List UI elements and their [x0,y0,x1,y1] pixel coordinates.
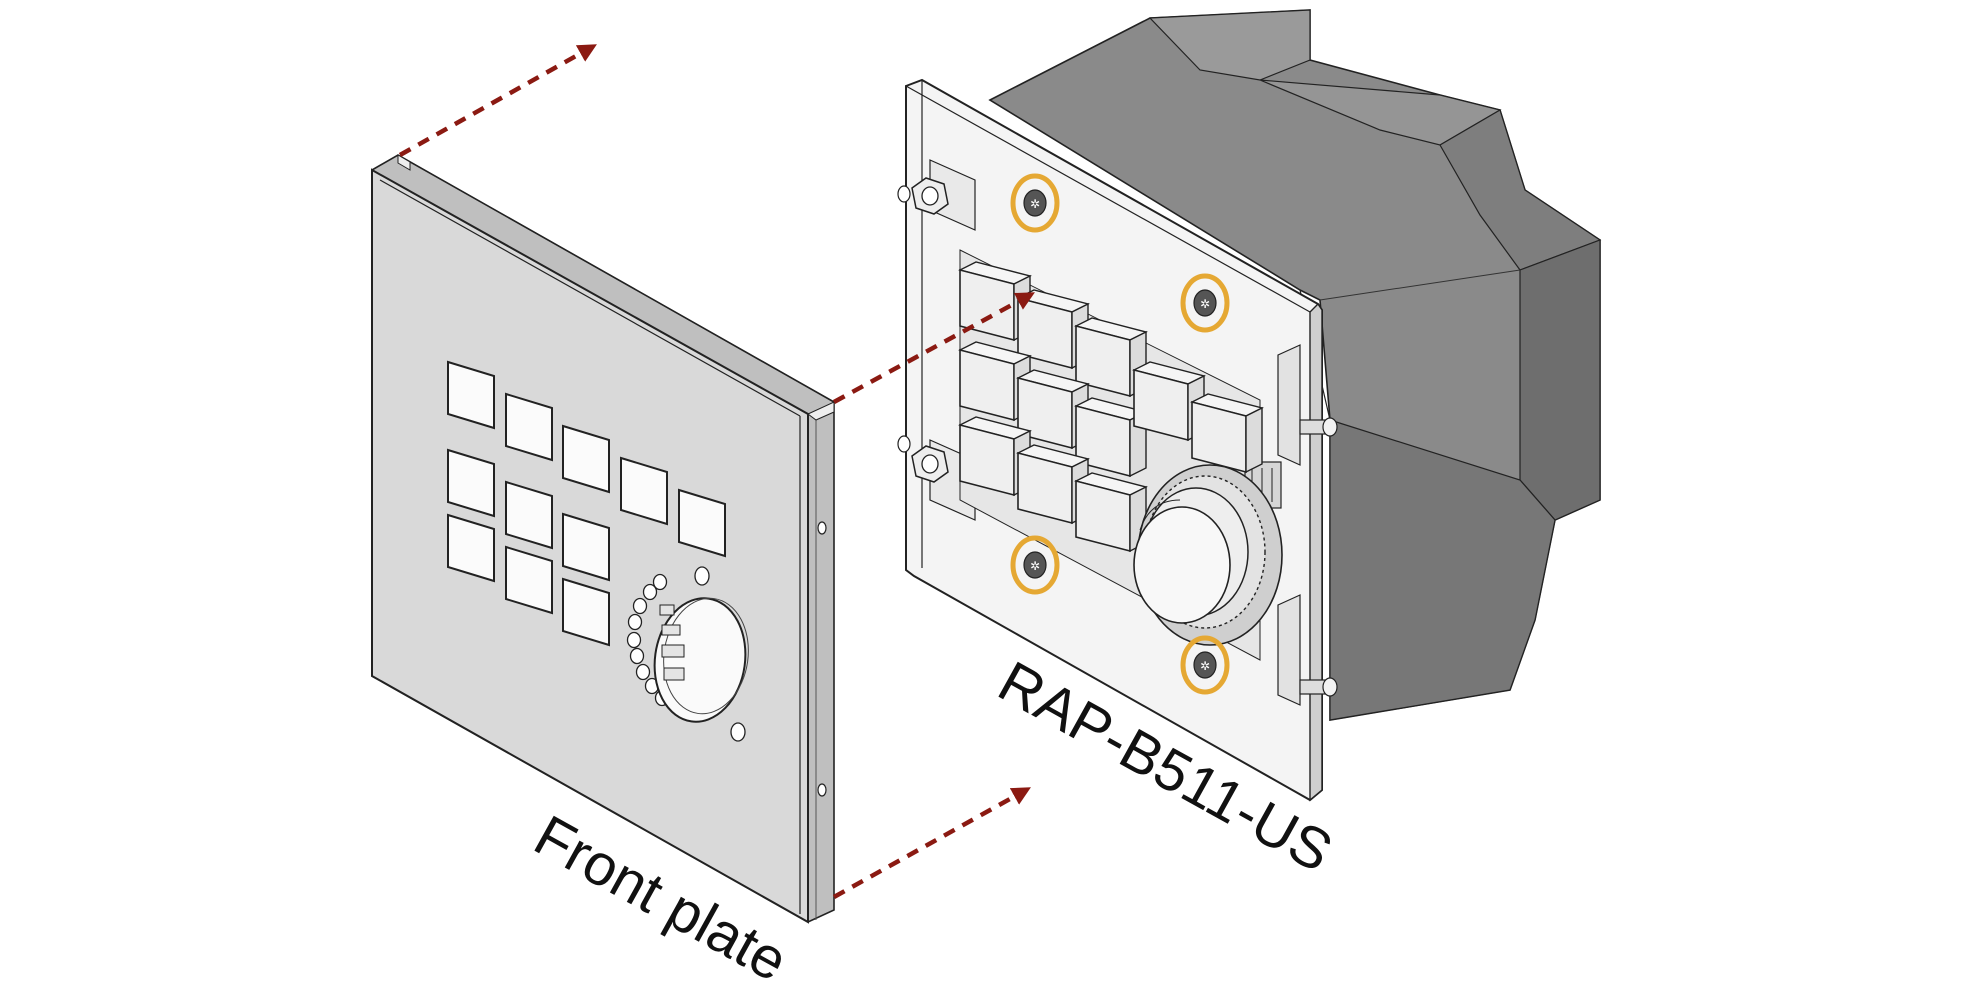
led-hole [627,613,643,631]
front-plate-key-cutout [447,448,495,518]
device-housing [988,9,1602,721]
direction-arrow-middle [832,292,1035,404]
hex-nut [911,177,949,215]
led-hole [632,597,648,615]
svg-text:✲: ✲ [1200,659,1210,673]
keycap-side [1245,406,1263,474]
front-plate-key-cutout [447,360,495,430]
front-plate-key-cutouts [447,360,726,647]
device-key-grid [958,261,1264,553]
front-plate-key-cutout [505,480,553,550]
svg-text:✲: ✲ [1200,297,1210,311]
led-hole [642,583,658,601]
mounting-screw: ✲ [1180,635,1230,695]
front-plate-key-cutout [562,512,610,582]
mounting-screw: ✲ [1010,173,1060,233]
mounting-screw: ✲ [1010,535,1060,595]
direction-arrow-top [398,44,597,157]
front-plate-key-cutout [505,545,553,615]
front-plate-encoder-cutout [653,566,749,742]
front-plate-led-holes [626,573,670,707]
led-hole [635,663,651,681]
front-plate-key-cutout [678,488,726,558]
standoff-pin [1299,417,1338,437]
hex-nut [911,445,949,483]
exploded-assembly-diagram: ✲ ✲ ✲ ✲ [371,9,1602,924]
direction-arrow-bottom [832,787,1031,899]
front-plate-key-cutout [505,392,553,462]
front-plate-key-cutout [620,456,668,526]
front-plate-key-cutout [447,513,495,583]
svg-text:✲: ✲ [1030,559,1040,573]
led-hole [626,631,642,649]
rotary-encoder-knob [1133,464,1283,646]
svg-text:✲: ✲ [1030,197,1040,211]
front-plate-key-cutout [562,424,610,494]
led-hole [629,647,645,665]
led-hole [652,573,668,591]
standoff-pin [1299,677,1338,697]
front-plate-key-cutout [562,577,610,647]
mounting-screw: ✲ [1180,273,1230,333]
